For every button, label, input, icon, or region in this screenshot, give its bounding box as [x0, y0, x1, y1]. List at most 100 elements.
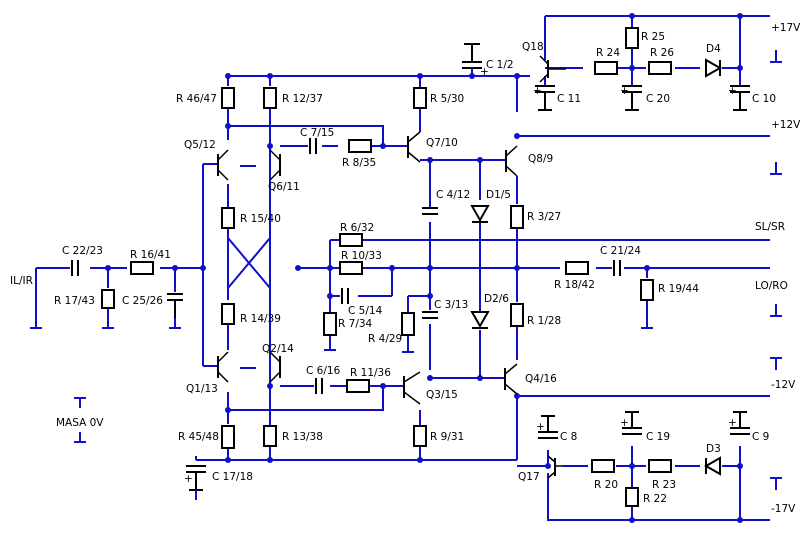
transistor-q4 — [504, 363, 518, 395]
capacitor-c1718 — [186, 465, 206, 491]
capacitor-c12 — [462, 44, 482, 69]
resistor-r20 — [591, 459, 615, 473]
capacitors — [71, 43, 750, 491]
resistor-r530 — [413, 87, 427, 109]
plus-c12: + — [480, 66, 489, 78]
transistor-q5 — [217, 149, 229, 181]
resistor-r4548 — [221, 425, 235, 449]
label-c10: C 10 — [752, 93, 776, 105]
resistor-r835 — [348, 139, 372, 153]
label-r327: R 3/27 — [527, 211, 561, 223]
label-r1237: R 12/37 — [282, 93, 323, 105]
capacitor-c2223 — [71, 260, 79, 276]
label-d3: D3 — [706, 443, 721, 455]
transistor-q2 — [269, 351, 281, 383]
label-c2223: C 22/23 — [62, 245, 103, 257]
label-c19: C 19 — [646, 431, 670, 443]
label-c313: C 3/13 — [434, 299, 468, 311]
label-d4: D4 — [706, 43, 721, 55]
label-vplus12: +12V — [771, 119, 800, 131]
label-r1540: R 15/40 — [240, 213, 281, 225]
resistor-r734 — [323, 312, 337, 336]
resistors — [101, 27, 672, 507]
resistor-r1540 — [221, 207, 235, 229]
resistor-r632 — [339, 233, 363, 247]
capacitor-c11 — [535, 85, 555, 111]
label-r1136: R 11/36 — [350, 367, 391, 379]
label-q3: Q3/15 — [426, 389, 458, 401]
labels: +17V +12V -12V -17V SL/SR LO/RO IL/IR MA… — [10, 22, 800, 515]
label-c8: C 8 — [560, 431, 577, 443]
resistor-r1743 — [101, 289, 115, 309]
label-c2526: C 25/26 — [122, 295, 163, 307]
transistor-q1 — [217, 351, 229, 383]
label-r22: R 22 — [643, 493, 667, 505]
plus-c10: + — [728, 85, 737, 97]
label-r1842: R 18/42 — [554, 279, 595, 291]
label-r24: R 24 — [596, 47, 620, 59]
plus-c11: + — [533, 85, 542, 97]
resistor-r327 — [510, 205, 524, 229]
transistors — [217, 55, 566, 479]
capacitor-c715 — [309, 138, 317, 154]
label-q6: Q6/11 — [268, 181, 300, 193]
label-r4548: R 45/48 — [178, 431, 219, 443]
transistor-q18 — [539, 55, 566, 83]
resistor-r23 — [648, 459, 672, 473]
resistor-r24 — [594, 61, 618, 75]
label-c20: C 20 — [646, 93, 670, 105]
label-vminus17: -17V — [771, 503, 796, 515]
label-r1641: R 16/41 — [130, 249, 171, 261]
label-c12: C 1/2 — [486, 59, 514, 71]
label-r1439: R 14/39 — [240, 313, 281, 325]
capacitor-c8 — [538, 415, 558, 439]
label-c616: C 6/16 — [306, 365, 341, 377]
capacitor-c10 — [730, 85, 750, 111]
label-c9: C 9 — [752, 431, 769, 443]
capacitor-c19 — [622, 411, 642, 435]
label-r20: R 20 — [594, 479, 618, 491]
resistor-r1338 — [263, 425, 277, 447]
resistor-r4647 — [221, 87, 235, 109]
label-c514: C 5/14 — [348, 305, 383, 317]
transistor-q8 — [505, 145, 518, 177]
plus-c19: + — [620, 417, 629, 429]
resistor-r1136 — [346, 379, 370, 393]
label-q7: Q7/10 — [426, 137, 458, 149]
diode-d26 — [470, 311, 490, 329]
label-r632: R 6/32 — [340, 222, 374, 234]
resistor-r1641 — [130, 261, 154, 275]
label-r1033: R 10/33 — [341, 250, 382, 262]
label-q8: Q8/9 — [528, 153, 553, 165]
label-r1338: R 13/38 — [282, 431, 323, 443]
capacitor-c514 — [341, 288, 349, 304]
label-r931: R 9/31 — [430, 431, 464, 443]
transistor-q17 — [547, 455, 563, 479]
label-r25: R 25 — [641, 31, 665, 43]
label-vplus17: +17V — [771, 22, 800, 34]
diode-d4 — [705, 58, 723, 78]
resistor-r26 — [648, 61, 672, 75]
label-d15: D1/5 — [486, 189, 511, 201]
label-r128: R 1/28 — [527, 315, 561, 327]
label-ilir: IL/IR — [10, 275, 33, 287]
label-q1: Q1/13 — [186, 383, 218, 395]
label-q4: Q4/16 — [525, 373, 557, 385]
label-r1743: R 17/43 — [54, 295, 95, 307]
transistor-q3 — [403, 371, 421, 405]
label-r734: R 7/34 — [338, 318, 373, 330]
plus-c8: + — [536, 421, 545, 433]
capacitor-c2124 — [613, 260, 621, 276]
ground-symbols — [30, 50, 782, 500]
label-c2124: C 21/24 — [600, 245, 641, 257]
label-q2: Q2/14 — [262, 343, 294, 355]
resistor-r1944 — [640, 279, 654, 301]
resistor-r128 — [510, 303, 524, 327]
capacitor-c9 — [730, 411, 750, 435]
label-d26: D2/6 — [484, 293, 509, 305]
diode-d15 — [470, 205, 490, 223]
junction-dots — [105, 13, 743, 523]
label-r429: R 4/29 — [368, 333, 402, 345]
transistor-q6 — [269, 149, 281, 181]
plus-c20: + — [620, 85, 629, 97]
